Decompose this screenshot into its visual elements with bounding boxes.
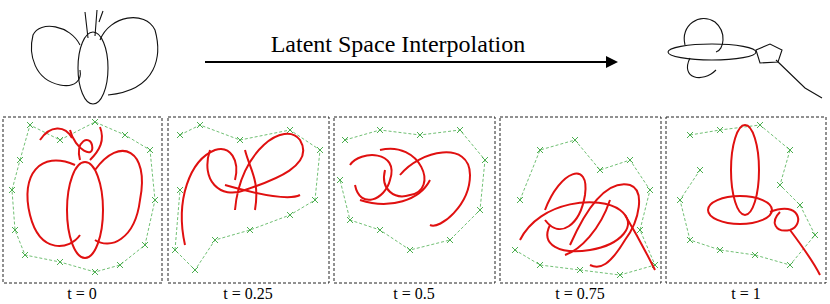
input-sketch (31, 10, 157, 104)
time-label: t = 0 (67, 285, 96, 303)
interpolation-arrow (205, 56, 618, 68)
time-label: t = 0.5 (393, 285, 434, 303)
output-sketch (668, 19, 822, 98)
time-label: t = 0.25 (223, 285, 272, 303)
bezier-strokes (27, 125, 820, 275)
time-label: t = 0.75 (555, 285, 604, 303)
panel-frames (3, 117, 826, 283)
control-polygons (12, 122, 815, 275)
time-label: t = 1 (731, 285, 760, 303)
arrow-label: Latent Space Interpolation (271, 31, 526, 57)
